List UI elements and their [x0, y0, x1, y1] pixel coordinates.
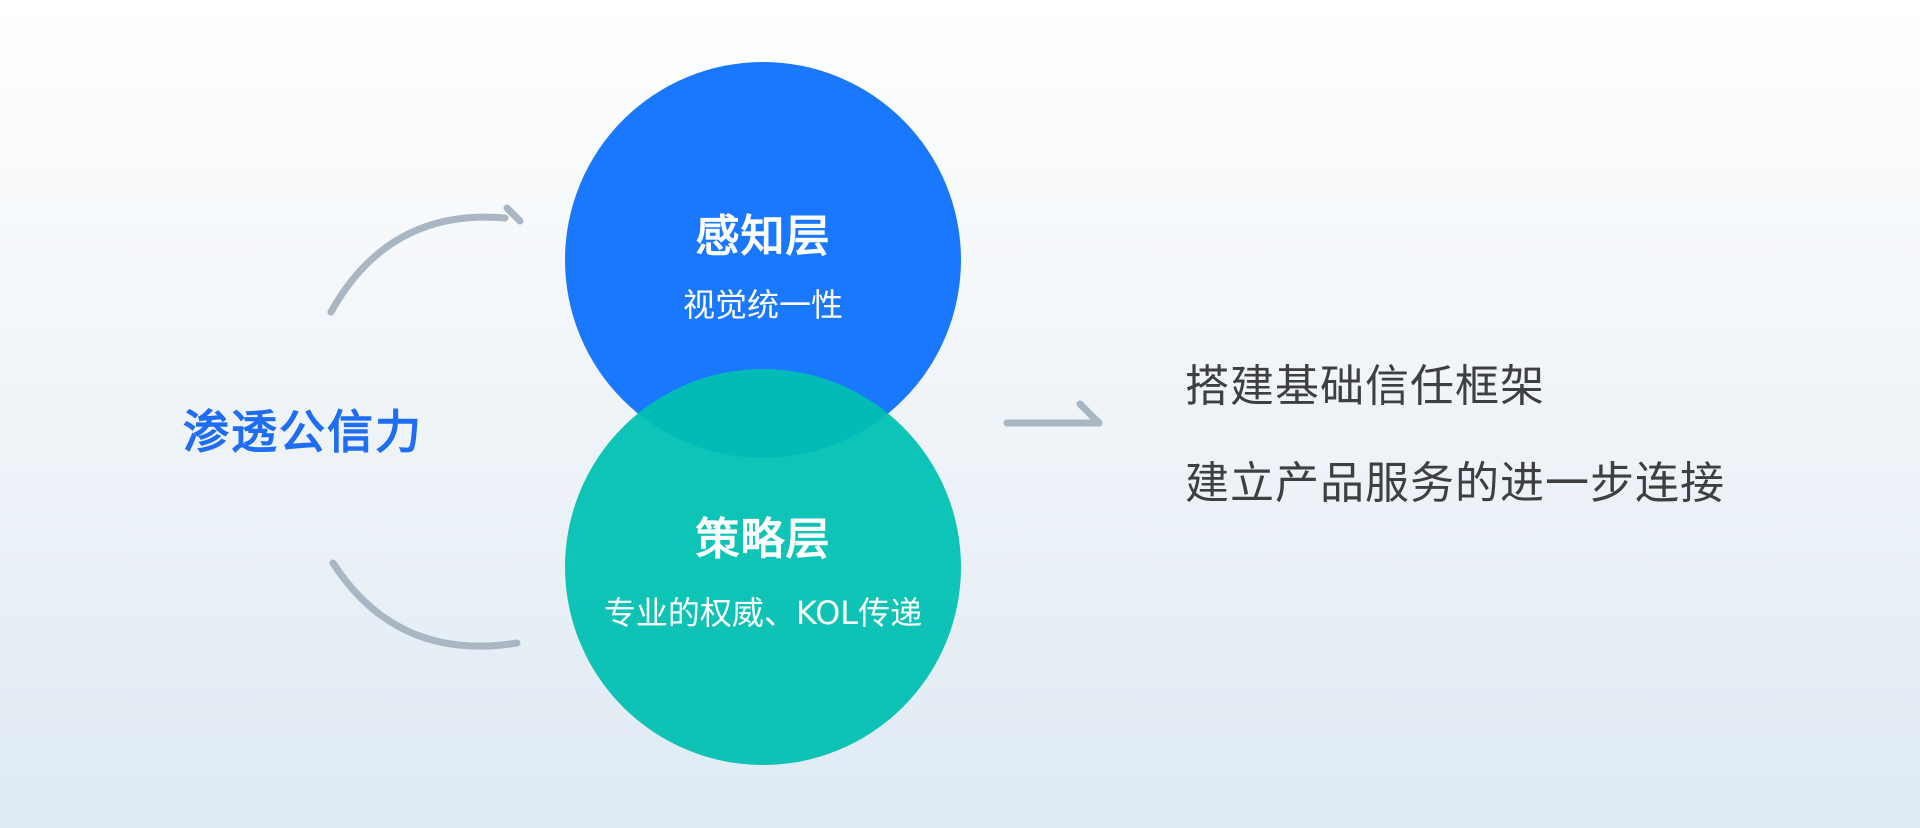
- outcome-line-1: 搭建基础信任框架: [1185, 361, 1545, 412]
- cycle-arrow-bottom-icon: [329, 559, 521, 650]
- cycle-arrow-top-icon: [327, 204, 524, 316]
- outcome-line-2: 建立产品服务的进一步连接: [1185, 458, 1725, 509]
- strategy-layer-circle: [565, 369, 961, 765]
- strategy-layer-title: 策略层: [695, 514, 831, 565]
- result-arrow-right-icon: [1003, 400, 1103, 427]
- perception-layer-title: 感知层: [695, 211, 831, 262]
- credibility-label: 渗透公信力: [183, 405, 423, 459]
- strategy-layer-subtitle: 专业的权威、KOL传递: [603, 594, 923, 632]
- perception-layer-subtitle: 视觉统一性: [682, 286, 843, 324]
